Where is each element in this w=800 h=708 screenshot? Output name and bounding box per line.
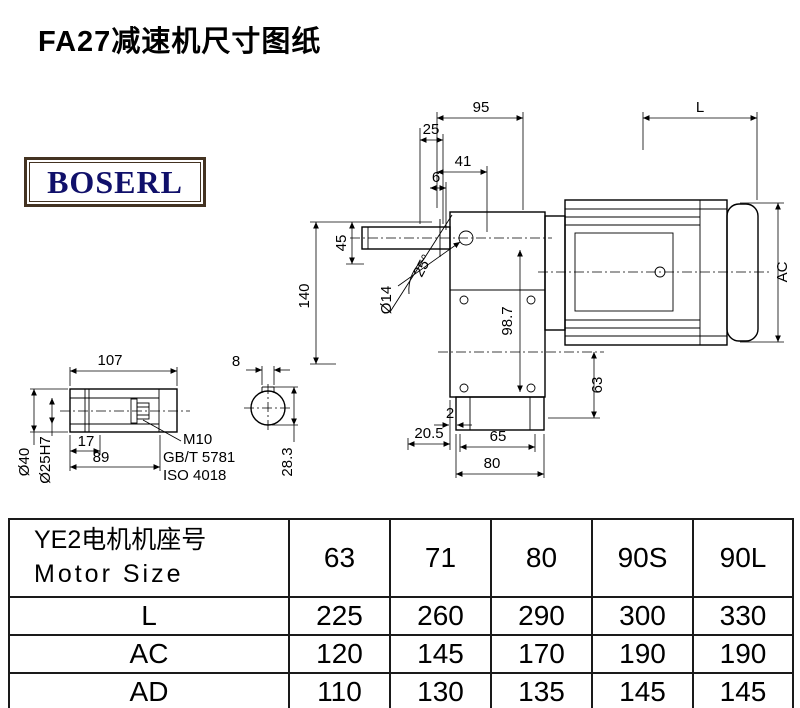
dim-dia14-label: Ø14 [378, 286, 395, 314]
boserl-logo: BOSERL [24, 157, 206, 207]
shaft-detail-view [69, 388, 178, 433]
motor-size-90s: 90S [591, 518, 694, 598]
dimension-drawing: 95 25 L 41 6 45 140 Ø14 25° [16, 99, 791, 484]
callout-iso-4018: ISO 4018 [163, 467, 226, 484]
row-label-L: L [8, 596, 290, 636]
dim-98-7-label: 98.7 [499, 306, 516, 335]
table-cell: 145 [591, 672, 694, 708]
boserl-logo-text: BOSERL [47, 163, 183, 200]
dim-dia40-label: Ø40 [16, 448, 33, 476]
table-row-L: L 225 260 290 300 330 [8, 596, 794, 636]
boserl-logo-frame: BOSERL [29, 162, 201, 202]
table-cell: 145 [692, 672, 794, 708]
shaft-detail-dimensions: 107 17 89 M10 GB/T 5781 ISO 4018 Ø40 Ø25… [16, 352, 235, 484]
table-cell: 145 [389, 634, 492, 674]
dim-8-label: 8 [232, 353, 240, 370]
table-cell: 330 [692, 596, 794, 636]
row-label-AC: AC [8, 634, 290, 674]
motor-size-90l: 90L [692, 518, 794, 598]
page-title: FA27减速机尺寸图纸 [38, 26, 322, 58]
dim-17-label: 17 [78, 433, 95, 450]
dim-20-5-label: 20.5 [414, 425, 443, 442]
dim-25-label: 25 [423, 121, 440, 138]
table-cell: 225 [288, 596, 391, 636]
dim-dia25h7-label: Ø25H7 [37, 436, 54, 484]
table-cell: 170 [490, 634, 593, 674]
table-cell: 260 [389, 596, 492, 636]
table-cell: 190 [591, 634, 694, 674]
table-cell: 130 [389, 672, 492, 708]
table-cell: 120 [288, 634, 391, 674]
gearbox-outline [361, 211, 546, 431]
motor-size-table: YE2电机机座号 Motor Size 63 71 80 90S 90L L 2… [8, 518, 794, 708]
dim-140-label: 140 [296, 283, 313, 308]
header-label-cn: YE2电机机座号 [34, 526, 207, 555]
dim-41-label: 41 [455, 153, 472, 170]
motor-size-63: 63 [288, 518, 391, 598]
table-cell: 135 [490, 672, 593, 708]
table-cell: 290 [490, 596, 593, 636]
dim-95-label: 95 [473, 99, 490, 116]
motor-outline [544, 199, 759, 346]
dim-AC-label: AC [774, 261, 791, 282]
dim-89-label: 89 [93, 449, 110, 466]
dim-63-label: 63 [589, 377, 606, 394]
motor-size-80: 80 [490, 518, 593, 598]
motor-size-71: 71 [389, 518, 492, 598]
header-label-cell: YE2电机机座号 Motor Size [8, 518, 290, 598]
dim-107-label: 107 [97, 352, 122, 369]
dim-angle25-label: 25° [410, 252, 436, 280]
table-cell: 110 [288, 672, 391, 708]
callout-gbt-5781: GB/T 5781 [163, 449, 235, 466]
table-row-AD: AD 110 130 135 145 145 [8, 672, 794, 708]
dim-L-label: L [696, 99, 704, 116]
shaft-section-view: 8 28.3 [232, 353, 298, 477]
callout-m10: M10 [183, 431, 212, 448]
dim-45-label: 45 [333, 235, 350, 252]
table-cell: 190 [692, 634, 794, 674]
dim-28-3-label: 28.3 [279, 447, 296, 476]
dim-65-label: 65 [490, 428, 507, 445]
header-label-en: Motor Size [34, 560, 184, 588]
table-cell: 300 [591, 596, 694, 636]
table-header-row: YE2电机机座号 Motor Size 63 71 80 90S 90L [8, 518, 794, 598]
row-label-AD: AD [8, 672, 290, 708]
table-row-AC: AC 120 145 170 190 190 [8, 634, 794, 674]
main-view-dimensions: 95 25 L 41 6 45 140 Ø14 25° [296, 99, 791, 478]
dim-80-label: 80 [484, 455, 501, 472]
dim-6-label: 6 [432, 169, 440, 186]
